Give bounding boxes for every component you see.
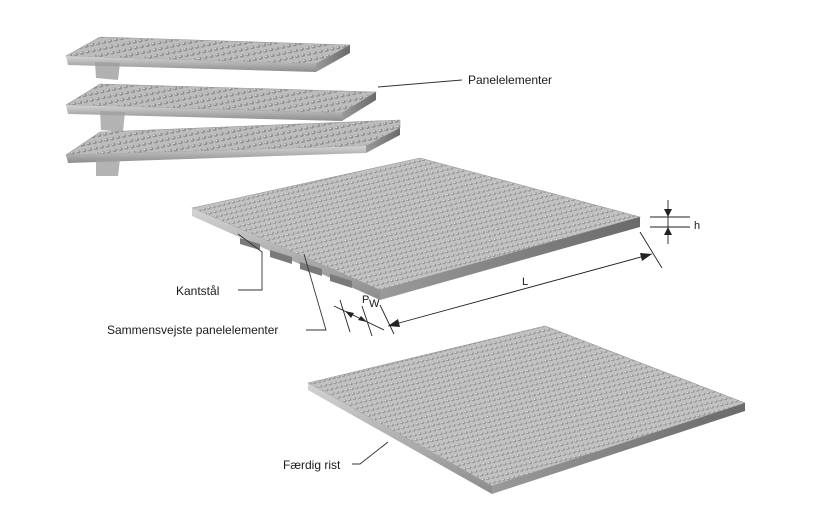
finished-grating <box>307 325 746 494</box>
welded-panels-leader <box>303 253 327 331</box>
panel-element-1 <box>64 36 352 80</box>
length-dimension: L <box>379 231 663 335</box>
panel-elements-label: Panelelementer <box>468 73 552 87</box>
panel-elements-leader <box>377 79 463 88</box>
panel-element-3 <box>64 119 401 176</box>
length-label: L <box>522 276 528 288</box>
finished-grating-label: Færdig rist <box>283 458 341 472</box>
pitch-label: P <box>362 294 369 306</box>
edge-steel-label: Kantstål <box>176 284 219 298</box>
edge-steel-leader <box>237 233 263 291</box>
welded-grating <box>191 157 642 300</box>
height-dimension: h <box>650 200 700 244</box>
finished-grating-leader <box>352 441 389 465</box>
panel-element-2 <box>64 83 378 132</box>
pitch-sub-label: W <box>369 298 380 310</box>
pitch-dimension: P W <box>333 294 385 337</box>
height-label: h <box>694 220 700 232</box>
welded-panels-label: Sammensvejste panelelementer <box>107 323 278 337</box>
